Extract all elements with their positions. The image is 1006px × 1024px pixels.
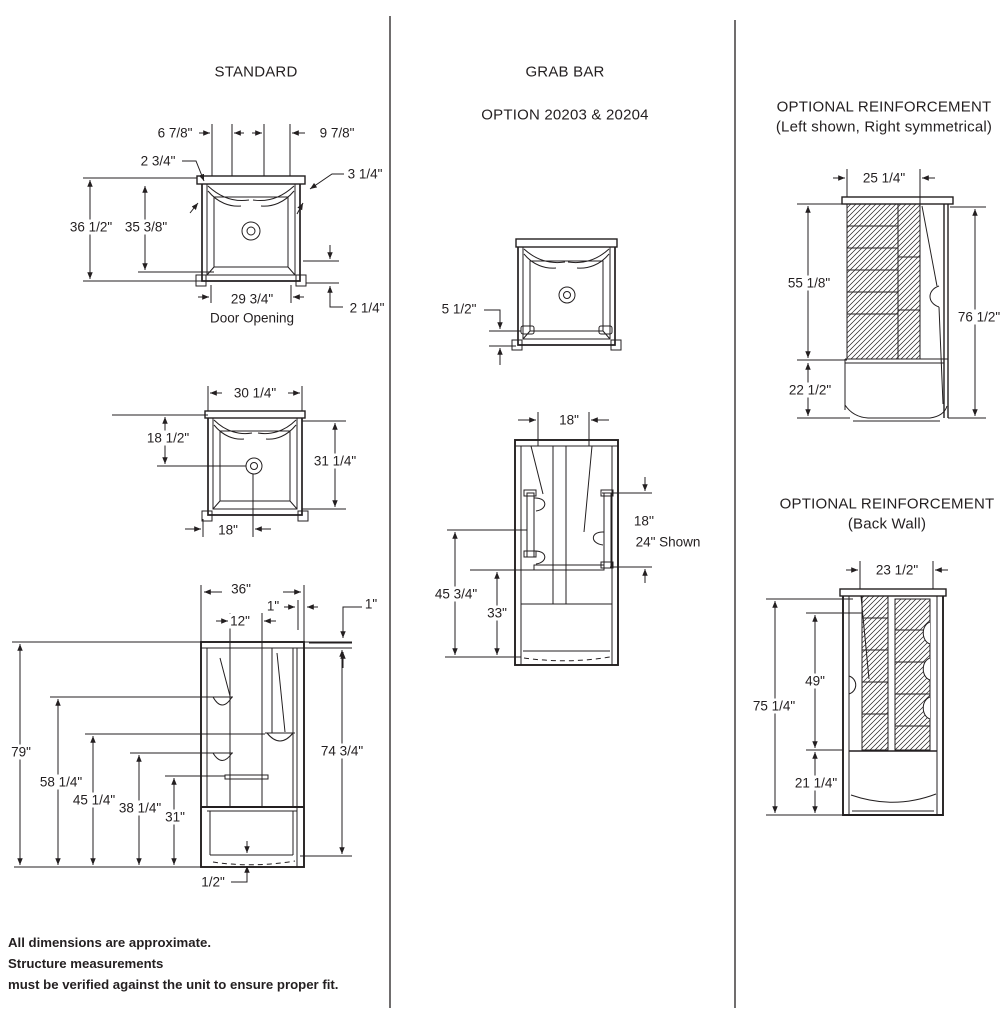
dim-panel-width: 12" bbox=[228, 613, 252, 629]
grab-bar-flange bbox=[598, 325, 613, 335]
dim-drain-from-side: 18" bbox=[216, 522, 240, 538]
dim-shelf-lower: 38 1/4" bbox=[116, 800, 164, 816]
grabbar-plan-view-drawing bbox=[484, 238, 622, 365]
drain-icon bbox=[245, 457, 263, 475]
dim-lip-top: 1" bbox=[264, 598, 282, 614]
dim-right-corner: 3 1/4" bbox=[345, 166, 385, 182]
footnote-line-1: All dimensions are approximate. bbox=[8, 935, 212, 950]
dim-reinf-side-base: 22 1/2" bbox=[786, 382, 834, 398]
dim-reinf-side-width: 25 1/4" bbox=[860, 170, 908, 186]
dim-bar-height: 31" bbox=[163, 809, 187, 825]
door-opening-label: Door Opening bbox=[207, 310, 297, 326]
dim-reinf-side-panel: 55 1/8" bbox=[785, 275, 833, 291]
horizontal-grab-bar bbox=[533, 564, 605, 571]
dim-overall-height: 79" bbox=[9, 744, 33, 760]
dim-inner-height: 74 3/4" bbox=[318, 743, 366, 759]
standard-front-view-drawing bbox=[12, 585, 362, 883]
dim-reinf-back-base: 21 1/4" bbox=[792, 775, 840, 791]
reinforcement-side-subtitle: (Left shown, Right symmetrical) bbox=[775, 118, 993, 136]
dim-grabbar-offset: 5 1/2" bbox=[439, 301, 479, 317]
dim-grabbar-top: 45 3/4" bbox=[432, 586, 480, 602]
column-divider bbox=[389, 16, 736, 1008]
dim-reinf-side-total: 76 1/2" bbox=[955, 309, 1003, 325]
dim-drain-from-back: 18 1/2" bbox=[144, 430, 192, 446]
standard-top-view-drawing bbox=[83, 124, 344, 308]
dim-grabbar-bottom: 33" bbox=[485, 605, 509, 621]
reinforcement-side-drawing bbox=[797, 169, 986, 422]
dim-grabbar-spacing: 18" bbox=[557, 412, 581, 428]
soap-dish-profile bbox=[929, 285, 944, 405]
dim-shelf-right: 45 1/4" bbox=[70, 792, 118, 808]
dim-plan-width: 30 1/4" bbox=[231, 385, 279, 401]
dim-top-left-offset: 6 7/8" bbox=[155, 125, 195, 141]
dim-top-right-offset: 9 7/8" bbox=[317, 125, 357, 141]
reinforcement-back-drawing bbox=[766, 561, 948, 816]
footnote-line-2: Structure measurements bbox=[8, 956, 164, 971]
dim-outer-depth: 36 1/2" bbox=[67, 219, 115, 235]
grabbar-title: GRAB BAR bbox=[525, 63, 605, 81]
dim-base-lip: 1/2" bbox=[199, 874, 227, 890]
dim-plan-depth: 31 1/4" bbox=[311, 453, 359, 469]
drain-icon bbox=[241, 221, 261, 241]
reinforcement-side-title: OPTIONAL REINFORCEMENT bbox=[776, 98, 992, 116]
grabbar-front-view-drawing bbox=[445, 412, 652, 666]
dim-reinf-back-width: 23 1/2" bbox=[873, 562, 921, 578]
dim-door-width: 29 3/4" bbox=[228, 291, 276, 307]
vertical-grab-bar bbox=[523, 489, 614, 569]
standard-plan-view-drawing bbox=[112, 386, 346, 537]
dim-reinf-back-panel: 49" bbox=[803, 673, 827, 689]
grabbar-subtitle: OPTION 20203 & 20204 bbox=[481, 106, 649, 124]
reinforcement-hatch-panel bbox=[861, 595, 889, 751]
dim-inner-depth: 35 3/8" bbox=[122, 219, 170, 235]
dim-lip-right: 1" bbox=[362, 596, 380, 612]
reinforcement-back-title: OPTIONAL REINFORCEMENT bbox=[779, 495, 995, 513]
dim-threshold: 2 1/4" bbox=[347, 300, 387, 316]
reinforcement-hatch-panel bbox=[846, 203, 921, 360]
dim-shelf-upper: 58 1/4" bbox=[37, 774, 85, 790]
dim-front-width: 36" bbox=[229, 581, 253, 597]
reinforcement-back-subtitle: (Back Wall) bbox=[847, 515, 927, 533]
dim-grabbar-length: 18'' bbox=[631, 513, 657, 529]
drain-icon bbox=[558, 286, 576, 304]
dim-reinf-back-total: 75 1/4" bbox=[750, 698, 798, 714]
dim-left-corner: 2 3/4" bbox=[138, 153, 178, 169]
standard-title: STANDARD bbox=[214, 63, 298, 81]
towel-bar bbox=[224, 774, 269, 780]
footnote-line-3: must be verified against the unit to ens… bbox=[8, 977, 339, 992]
dim-grabbar-shown: 24" Shown bbox=[633, 534, 703, 550]
shelf-cutout bbox=[922, 621, 931, 720]
grab-bar-flange bbox=[520, 325, 535, 335]
